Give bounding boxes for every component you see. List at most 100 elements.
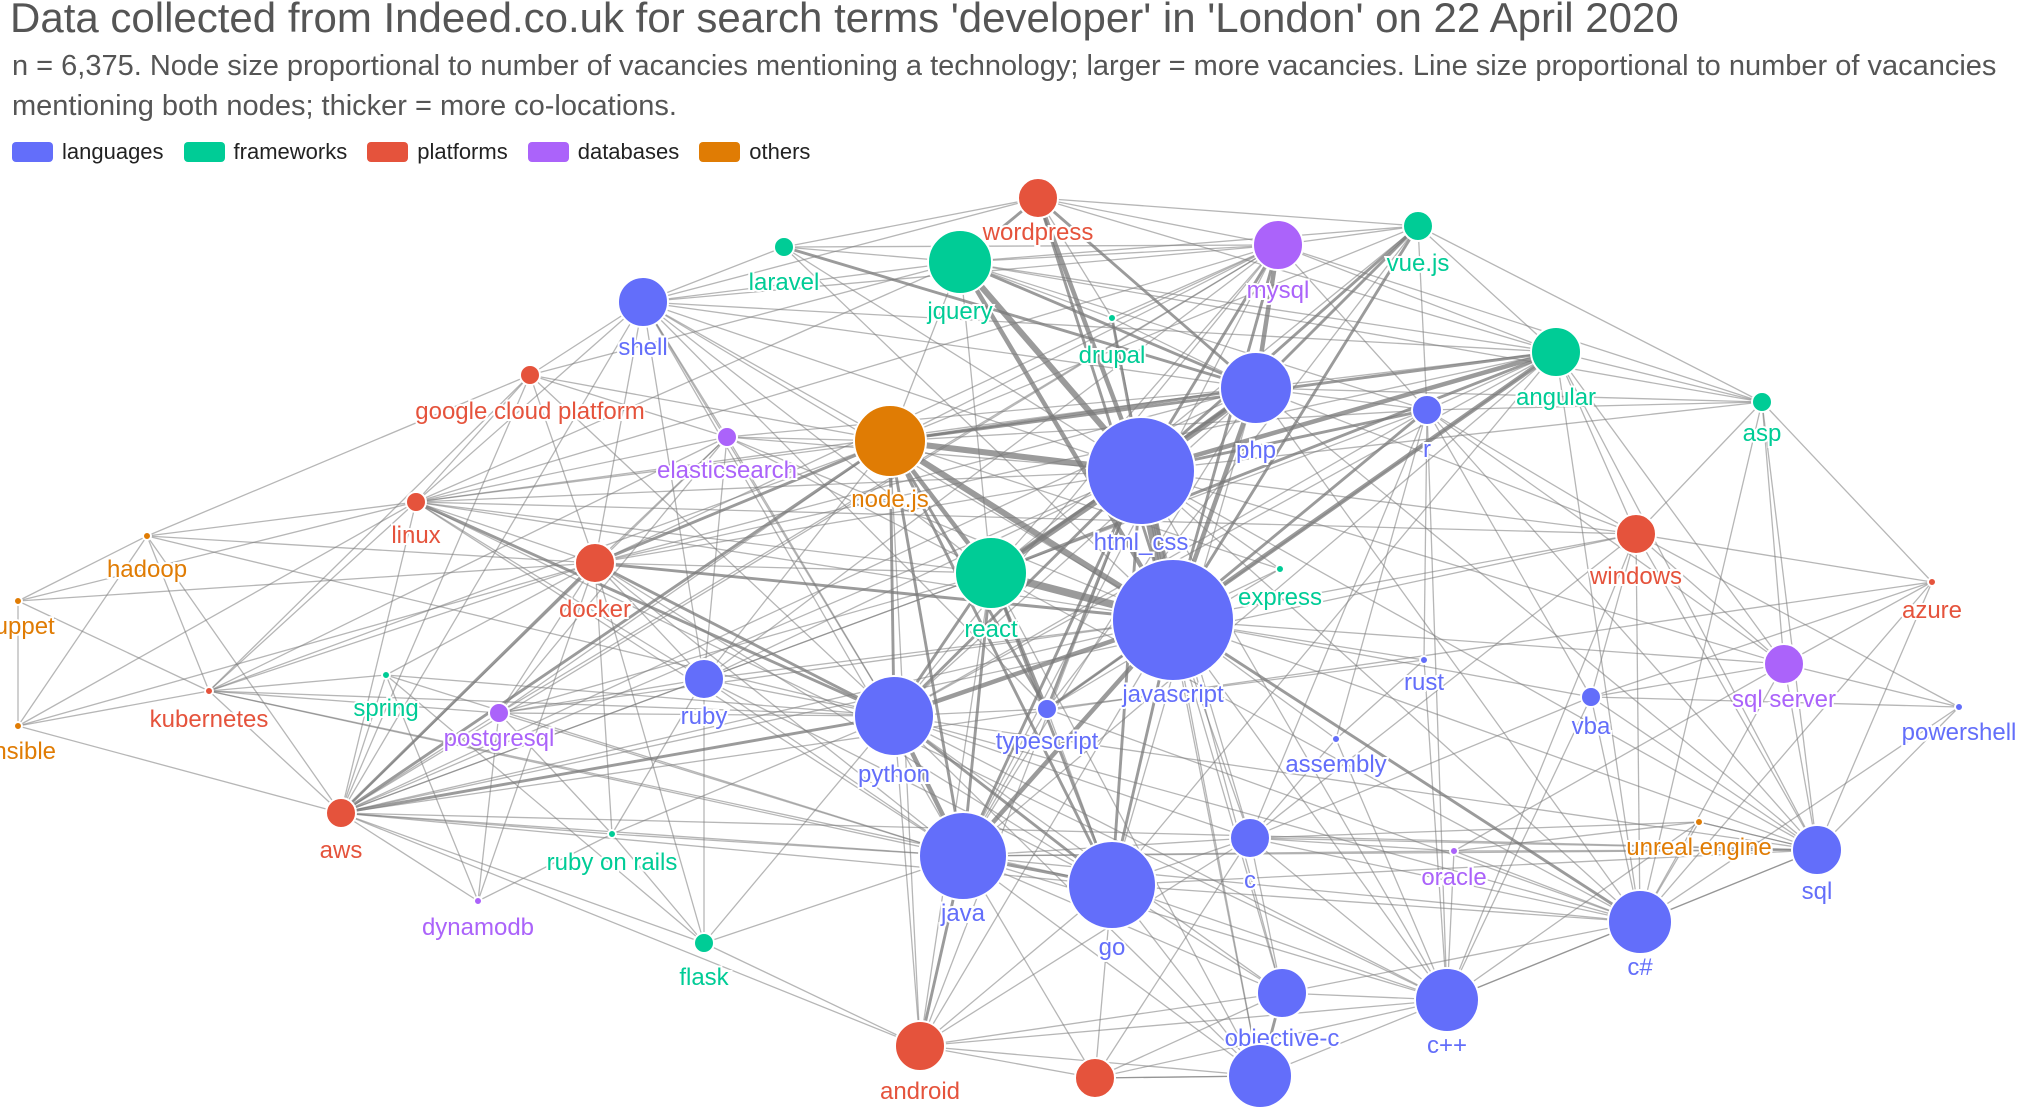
node-unrealengine[interactable]: unreal engine	[1624, 817, 1774, 863]
node-circle[interactable]	[1086, 416, 1196, 526]
node-shell[interactable]: shell	[616, 276, 670, 363]
node-circle[interactable]	[1791, 824, 1843, 876]
node-circle[interactable]	[204, 686, 214, 696]
node-mysql[interactable]: mysql	[1245, 219, 1311, 306]
node-circle[interactable]	[1256, 967, 1308, 1019]
node-vba[interactable]: vba	[1570, 686, 1613, 742]
node-aws[interactable]: aws	[318, 797, 364, 866]
node-sqlserver[interactable]: sql server	[1730, 643, 1838, 715]
node-c[interactable]: c	[1229, 817, 1271, 896]
node-circle[interactable]	[488, 702, 510, 724]
node-go[interactable]: go	[1067, 840, 1157, 963]
node-circle[interactable]	[1954, 702, 1964, 712]
node-express[interactable]: express	[1236, 564, 1324, 613]
node-angular[interactable]: angular	[1514, 326, 1598, 413]
node-asp[interactable]: asp	[1741, 391, 1783, 449]
node-react[interactable]: react	[954, 536, 1028, 645]
node-linux[interactable]: linux	[389, 491, 443, 551]
node-sql[interactable]: sql	[1791, 824, 1843, 907]
node-circle[interactable]	[683, 658, 725, 700]
node-circle[interactable]	[1111, 558, 1235, 682]
node-circle[interactable]	[894, 1020, 946, 1072]
node-circle[interactable]	[1229, 817, 1271, 859]
node-circle[interactable]	[853, 404, 927, 478]
node-circle[interactable]	[142, 531, 152, 541]
node-drupal[interactable]: drupal	[1077, 313, 1147, 371]
node-circle[interactable]	[1074, 1057, 1116, 1099]
node-circle[interactable]	[927, 229, 993, 295]
node-circle[interactable]	[1580, 686, 1602, 708]
node-circle[interactable]	[617, 276, 669, 328]
node-dynamodb[interactable]: dynamodb	[420, 896, 536, 943]
node-oracle[interactable]: oracle	[1419, 846, 1489, 893]
node-circle[interactable]	[1017, 177, 1059, 219]
legend-item-databases[interactable]: databases	[527, 139, 679, 165]
node-cpp[interactable]: c++	[1414, 967, 1480, 1061]
node-circle[interactable]	[607, 829, 617, 839]
node-circle[interactable]	[954, 536, 1028, 610]
node-circle[interactable]	[1219, 351, 1293, 425]
node-jquery[interactable]: jquery	[924, 229, 995, 327]
node-powershell[interactable]: powershell	[1900, 702, 2018, 748]
node-ansible[interactable]: ansible	[0, 721, 58, 767]
node-circle[interactable]	[1615, 513, 1657, 555]
legend-item-languages[interactable]: languages	[12, 139, 164, 165]
node-php[interactable]: php	[1219, 351, 1293, 466]
node-elasticsearch[interactable]: elasticsearch	[655, 426, 799, 486]
legend-item-platforms[interactable]: platforms	[367, 139, 508, 165]
node-circle[interactable]	[1530, 326, 1582, 378]
node-typescript[interactable]: typescript	[994, 698, 1101, 757]
node-circle[interactable]	[519, 364, 541, 386]
node-javascript[interactable]: javascript	[1111, 558, 1235, 710]
node-ios[interactable]	[1074, 1057, 1116, 1099]
node-csharp[interactable]: c#	[1607, 889, 1673, 983]
node-circle[interactable]	[1331, 734, 1341, 744]
node-postgresql[interactable]: postgresql	[442, 702, 556, 754]
node-rubyonrails[interactable]: ruby on rails	[545, 829, 679, 878]
node-circle[interactable]	[325, 797, 357, 829]
node-objectivec[interactable]: objective-c	[1223, 967, 1341, 1054]
node-python[interactable]: python	[853, 675, 935, 790]
node-vuejs[interactable]: vue.js	[1385, 210, 1451, 279]
node-circle[interactable]	[1227, 1043, 1293, 1109]
node-rust[interactable]: rust	[1402, 655, 1446, 698]
node-circle[interactable]	[381, 670, 391, 680]
node-java[interactable]: java	[918, 811, 1008, 929]
node-circle[interactable]	[773, 236, 795, 258]
node-circle[interactable]	[1751, 391, 1773, 413]
node-hadoop[interactable]: hadoop	[105, 531, 189, 585]
node-gcp[interactable]: google cloud platform	[413, 364, 647, 427]
node-circle[interactable]	[1414, 967, 1480, 1033]
node-azure[interactable]: azure	[1900, 577, 1964, 626]
node-circle[interactable]	[1252, 219, 1304, 271]
node-circle[interactable]	[1411, 394, 1443, 426]
node-circle[interactable]	[1067, 840, 1157, 930]
node-laravel[interactable]: laravel	[747, 236, 821, 298]
node-puppet[interactable]: puppet	[0, 596, 57, 642]
node-html_css[interactable]: html_css	[1086, 416, 1196, 558]
node-circle[interactable]	[716, 426, 738, 448]
node-circle[interactable]	[1927, 577, 1937, 587]
node-flask[interactable]: flask	[677, 932, 732, 993]
node-circle[interactable]	[1419, 655, 1429, 665]
node-circle[interactable]	[473, 896, 483, 906]
node-circle[interactable]	[1107, 313, 1117, 323]
node-circle[interactable]	[13, 721, 23, 731]
legend-item-others[interactable]: others	[699, 139, 810, 165]
node-docker[interactable]: docker	[557, 542, 633, 625]
node-nodejs[interactable]: node.js	[849, 404, 931, 515]
node-android[interactable]: android	[878, 1020, 962, 1107]
node-circle[interactable]	[693, 932, 715, 954]
node-wordpress[interactable]: wordpress	[980, 177, 1095, 248]
node-circle[interactable]	[918, 811, 1008, 901]
node-r[interactable]: r	[1411, 394, 1443, 465]
node-circle[interactable]	[405, 491, 427, 513]
node-windows[interactable]: windows	[1587, 513, 1684, 592]
node-spring[interactable]: spring	[351, 670, 421, 724]
node-circle[interactable]	[853, 675, 935, 757]
node-circle[interactable]	[1763, 643, 1805, 685]
node-assembly[interactable]: assembly	[1283, 734, 1389, 780]
node-circle[interactable]	[1036, 698, 1058, 720]
node-circle[interactable]	[13, 596, 23, 606]
node-circle[interactable]	[1449, 846, 1459, 856]
